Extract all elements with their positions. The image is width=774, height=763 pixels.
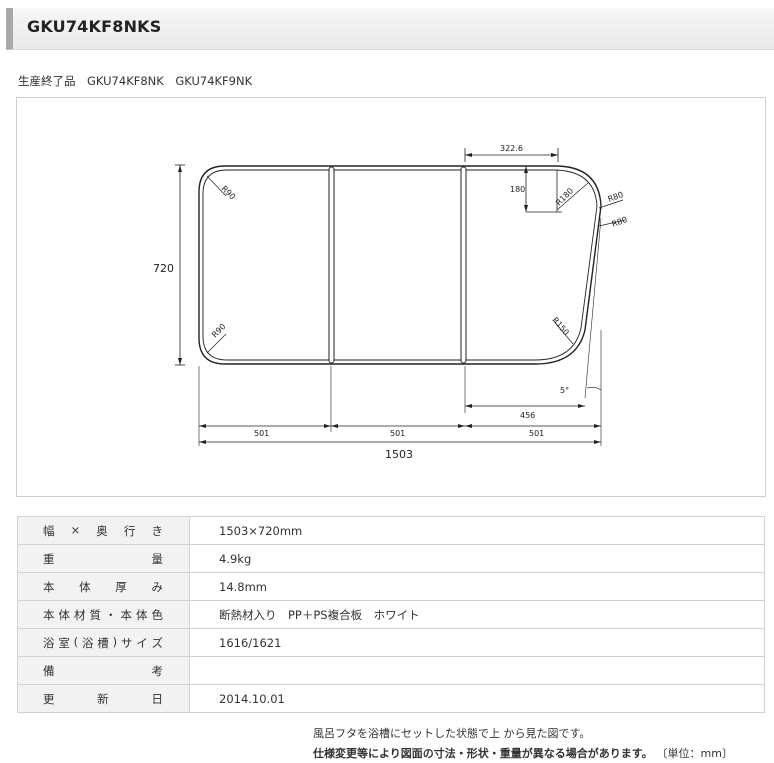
spec-key-char: 奥 xyxy=(96,523,108,538)
spec-value-bath-size: 1616/1621 xyxy=(189,628,765,657)
panel-width-2: 501 xyxy=(390,429,405,438)
radius-bottom-left: R90 xyxy=(210,322,228,340)
height-value: 720 xyxy=(153,262,174,275)
notch-width-value: 322.6 xyxy=(500,144,523,153)
spec-key-char: 重 xyxy=(43,551,55,566)
spec-key-char: 本 xyxy=(43,579,55,594)
lid-outline-drawing: 720 322.6 180 R90 R90 R180 xyxy=(153,144,629,461)
radius-right-upper: R80 xyxy=(607,190,625,204)
spec-key-char: 材 xyxy=(74,607,86,622)
lid-inner-edge xyxy=(202,169,598,361)
spec-key-size: 幅 × 奥行き xyxy=(17,516,190,545)
spec-key-char: ( xyxy=(73,634,79,649)
spec-key-char: 室 xyxy=(58,635,70,650)
spec-key-char: 厚 xyxy=(115,579,127,594)
note-spec-change-text: 仕様変更等により図面の寸法・形状・重量が異なる場合があります。 xyxy=(313,747,653,760)
discontinued-notice: 生産終了品 GKU74KF8NK GKU74KF9NK xyxy=(18,73,252,89)
spec-key-char: イ xyxy=(136,635,148,650)
radius-top-left: R90 xyxy=(220,184,238,202)
note-unit: 〔単位：mm〕 xyxy=(656,747,733,760)
panel-joint-1 xyxy=(328,166,335,364)
spec-key-bath-size: 浴室(浴槽)サイズ xyxy=(17,628,190,657)
angle-dimension: 5° xyxy=(560,217,602,399)
radius-right-lower: R80 xyxy=(611,215,629,229)
discontinued-model-2: GKU74KF9NK xyxy=(175,74,253,88)
spec-key-char: 質 xyxy=(89,607,102,622)
table-row: 幅 × 奥行き 1503×720mm xyxy=(17,516,765,545)
spec-key-char: 体 xyxy=(79,579,91,594)
discontinued-label: 生産終了品 xyxy=(18,74,76,88)
angle-value: 5° xyxy=(560,386,569,395)
spec-key-char: み xyxy=(151,579,163,594)
spec-value-thickness: 14.8mm xyxy=(189,572,765,601)
spec-key-char: 考 xyxy=(151,663,164,678)
radius-bottom-right: R150 xyxy=(550,316,570,338)
spec-key-char: 日 xyxy=(151,691,164,706)
spec-key-weight: 重量 xyxy=(17,544,190,573)
total-width-value: 1503 xyxy=(385,448,413,461)
spec-key-char: 体 xyxy=(58,607,71,622)
note-spec-change: 仕様変更等により図面の寸法・形状・重量が異なる場合があります。 〔単位：mm〕 xyxy=(313,745,733,761)
spec-key-char: 槽 xyxy=(97,635,109,650)
table-row: 浴室(浴槽)サイズ 1616/1621 xyxy=(17,628,765,657)
spec-value-size: 1503×720mm xyxy=(189,516,765,545)
panel-joint-2 xyxy=(460,166,467,364)
bottom-right-dimension: 456 xyxy=(464,366,585,420)
table-row: 更 新 日 2014.10.01 xyxy=(17,684,765,713)
spec-value-weight: 4.9kg xyxy=(189,544,765,573)
spec-key-char: 色 xyxy=(151,607,164,622)
spec-key-char: ズ xyxy=(151,635,164,650)
spec-key-char: 浴 xyxy=(81,635,94,650)
discontinued-model-1: GKU74KF8NK xyxy=(87,74,164,88)
spec-key-char: サ xyxy=(120,635,133,650)
spec-key-char: ・ xyxy=(105,607,117,622)
table-row: 重量 4.9kg xyxy=(17,544,765,573)
note-view-description: 風呂フタを浴槽にセットした状態で上 から見た図です。 xyxy=(313,727,591,740)
spec-key-char: × xyxy=(70,522,81,537)
spec-key-char: 新 xyxy=(97,691,109,706)
spec-key-char: 浴 xyxy=(43,635,55,650)
spec-key-char: 体 xyxy=(136,607,148,622)
spec-key-char: 本 xyxy=(120,607,133,622)
spec-key-char: ) xyxy=(112,634,118,649)
spec-value-remarks xyxy=(189,656,765,685)
notch-width-dimension: 322.6 xyxy=(464,144,559,162)
spec-key-char: 備 xyxy=(43,663,55,678)
spec-key-thickness: 本体厚み xyxy=(17,572,190,601)
spec-key-char: 行 xyxy=(123,523,136,538)
spec-key-remarks: 備考 xyxy=(17,656,190,685)
spec-value-material: 断熱材入り PP＋PS複合板 ホワイト xyxy=(189,600,765,629)
spec-key-material: 本体材質・本体色 xyxy=(17,600,190,629)
height-dimension: 720 xyxy=(153,164,185,366)
total-width-dimension: 1503 xyxy=(199,440,601,461)
spec-key-char: 量 xyxy=(151,551,164,566)
panel-width-dimensions: 501 501 501 xyxy=(198,366,602,446)
spec-key-char: 本 xyxy=(43,607,55,622)
page-header: GKU74KF8NKS xyxy=(6,8,774,50)
spec-key-updated: 更新日 xyxy=(17,684,190,713)
table-row: 本体材質・本体色 断熱材入り PP＋PS複合板 ホワイト xyxy=(17,600,765,629)
spec-value-updated: 2014.10.01 xyxy=(189,684,765,713)
notch-depth-value: 180 xyxy=(510,185,525,194)
lid-outer-edge xyxy=(198,165,602,365)
panel-width-1: 501 xyxy=(254,429,269,438)
table-row: 備考 xyxy=(17,656,765,685)
table-row: 本 体 厚 み 14.8mm xyxy=(17,572,765,601)
spec-key-char: き xyxy=(151,523,163,538)
spec-table: 幅×奥行き 1503×720mm 重量 4.9kg 本体厚み 14.8mm 本体… xyxy=(17,516,765,713)
spec-key-char: 幅 xyxy=(43,523,55,538)
bottom-right-value: 456 xyxy=(520,411,535,420)
panel-width-3: 501 xyxy=(529,429,544,438)
notch-depth-dimension: 180 xyxy=(510,166,562,213)
dimension-diagram: 720 322.6 180 R90 R90 R180 xyxy=(16,97,766,497)
spec-key-char: 更 xyxy=(43,691,55,706)
product-code-title: GKU74KF8NKS xyxy=(27,17,162,36)
radius-labels: R90 R90 R180 R80 R80 R150 xyxy=(206,175,629,354)
